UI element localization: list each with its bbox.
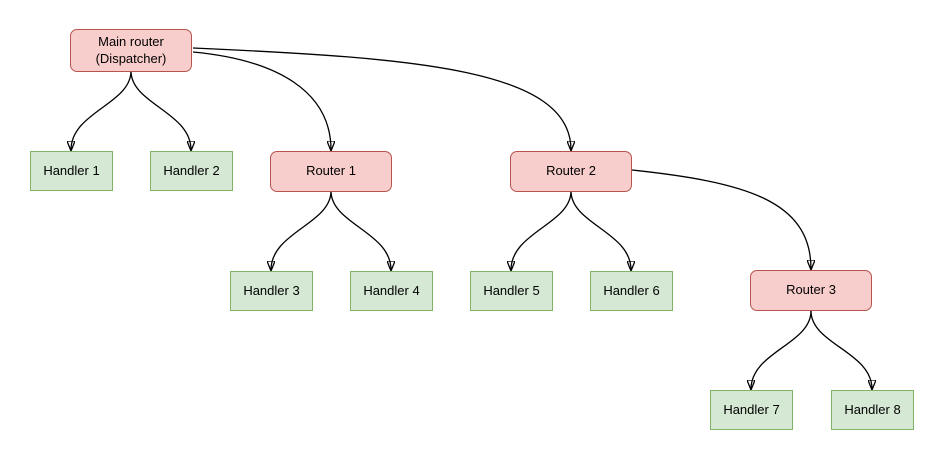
- edge-main-router-to-handler-1: [71, 70, 132, 150]
- node-main-router: Main router (Dispatcher): [70, 29, 192, 72]
- node-handler-8: Handler 8: [831, 390, 914, 430]
- edge-router-3-to-handler-7: [751, 310, 812, 389]
- node-router-1: Router 1: [270, 151, 392, 192]
- node-handler-6: Handler 6: [590, 271, 673, 311]
- edge-main-router-to-router-1: [192, 51, 331, 150]
- edge-main-router-to-router-2: [192, 47, 571, 150]
- edge-router-3-to-handler-8: [810, 310, 872, 389]
- node-handler-5: Handler 5: [470, 271, 553, 311]
- node-handler-3: Handler 3: [230, 271, 313, 311]
- edge-router-2-to-handler-5: [511, 190, 572, 270]
- node-handler-4: Handler 4: [350, 271, 433, 311]
- node-handler-1: Handler 1: [30, 151, 113, 191]
- edge-main-router-to-handler-2: [130, 70, 191, 150]
- edge-router-1-to-handler-4: [330, 190, 391, 270]
- edge-router-2-to-handler-6: [570, 190, 631, 270]
- node-handler-7: Handler 7: [710, 390, 793, 430]
- edge-router-2-to-router-3: [631, 169, 811, 269]
- node-handler-2: Handler 2: [150, 151, 233, 191]
- node-router-2: Router 2: [510, 151, 632, 192]
- node-router-3: Router 3: [750, 270, 872, 311]
- edge-router-1-to-handler-3: [271, 190, 332, 270]
